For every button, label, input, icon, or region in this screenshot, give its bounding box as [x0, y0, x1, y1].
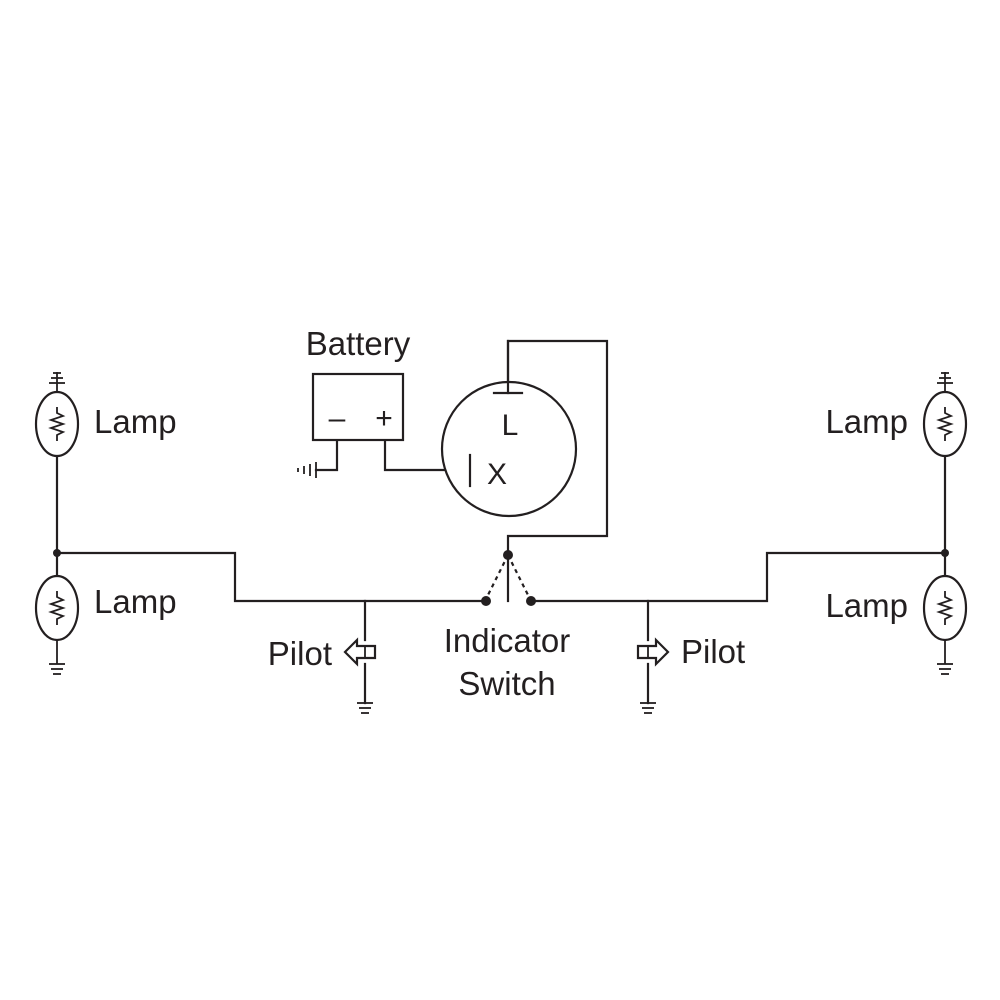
switch-right-terminal [526, 596, 536, 606]
battery-icon [311, 372, 405, 442]
flasher-unit: L X [440, 339, 578, 518]
lamp-icon [922, 574, 968, 642]
lamp-right-top-label: Lamp [825, 403, 908, 440]
battery-positive-label: + [375, 402, 393, 435]
ground-icon [357, 702, 373, 714]
pilot-left: Pilot [268, 635, 377, 672]
indicator-switch: Indicator Switch [444, 550, 571, 702]
pilot-right-label: Pilot [681, 633, 745, 670]
wires [55, 339, 947, 705]
pilot-arrow-icon [343, 637, 377, 667]
pilot-arrow-icon [636, 637, 670, 667]
flasher-terminal-x: X [487, 458, 507, 491]
ground-icon [49, 372, 65, 392]
lamp-left-top: Lamp [34, 390, 177, 458]
ground-icon [937, 372, 953, 392]
flasher-unit-icon [440, 380, 578, 518]
lamp-icon [922, 390, 968, 458]
ground-icon [937, 640, 953, 675]
junction-left [53, 549, 61, 557]
battery-label: Battery [306, 325, 411, 362]
flasher-terminal-l: L [502, 409, 519, 442]
ground-icon [640, 702, 656, 714]
wire-battery-to-flasher [383, 438, 472, 472]
ground-icon [49, 640, 65, 675]
indicator-switch-label-line2: Switch [458, 665, 555, 702]
lamp-right-bottom-label: Lamp [825, 587, 908, 624]
lamp-right-top: Lamp [825, 390, 968, 458]
lamp-left-bottom-label: Lamp [94, 583, 177, 620]
pilot-left-label: Pilot [268, 635, 332, 672]
battery: – + Battery [306, 325, 411, 442]
lamp-icon [34, 390, 80, 458]
indicator-switch-label-line1: Indicator [444, 622, 571, 659]
lamp-icon [34, 574, 80, 642]
ground-icon [297, 462, 317, 478]
lamp-left-top-label: Lamp [94, 403, 177, 440]
junction-right [941, 549, 949, 557]
wire-left-bus [55, 551, 486, 603]
lamp-left-bottom: Lamp [34, 574, 177, 642]
switch-left-terminal [481, 596, 491, 606]
switch-common-terminal [503, 550, 513, 560]
lamp-right-bottom: Lamp [825, 574, 968, 642]
battery-negative-label: – [329, 402, 346, 435]
wire-battery-ground [314, 438, 339, 472]
pilot-right: Pilot [636, 633, 745, 670]
